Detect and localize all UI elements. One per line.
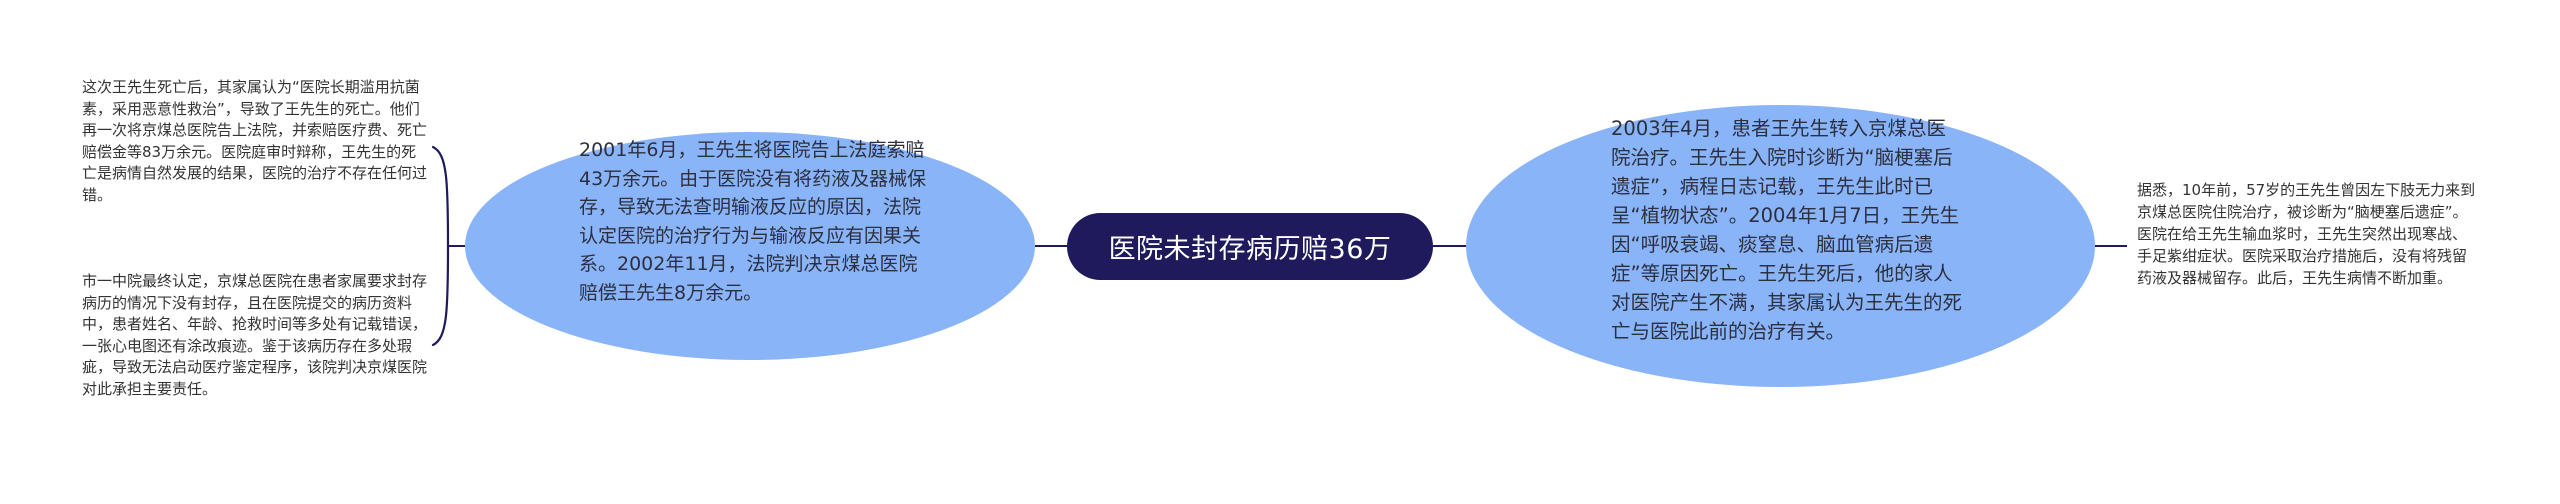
left-notes-bracket — [431, 145, 465, 347]
root-topic-label: 医院未封存病历赔36万 — [1108, 234, 1392, 265]
left-note-family-claim: 这次王先生死亡后，其家属认为“医院长期滥用抗菌素，采用恶意性救治”，导致了王先生… — [82, 78, 428, 204]
right-note-background: 据悉，10年前，57岁的王先生曾因左下肢无力来到京煤总医院住院治疗，被诊断为“脑… — [2137, 181, 2476, 287]
right-topic-bubble[interactable] — [1466, 105, 2095, 387]
connector-root-right — [1433, 245, 1466, 247]
left-note-court-ruling: 市一中院最终认定，京煤总医院在患者家属要求封存病历的情况下没有封存，且在医院提交… — [82, 272, 428, 398]
connector-left-root — [1035, 245, 1067, 247]
connector-right-note — [2095, 245, 2127, 247]
root-topic[interactable]: 医院未封存病历赔36万 — [1067, 213, 1433, 280]
right-topic-text: 2003年4月，患者王先生转入京煤总医院治疗。王先生入院时诊断为“脑梗塞后遗症”… — [1611, 117, 1963, 343]
left-topic-text: 2001年6月，王先生将医院告上法庭索赔43万余元。由于医院没有将药液及器械保存… — [579, 139, 927, 304]
left-topic-bubble[interactable] — [465, 132, 1035, 360]
